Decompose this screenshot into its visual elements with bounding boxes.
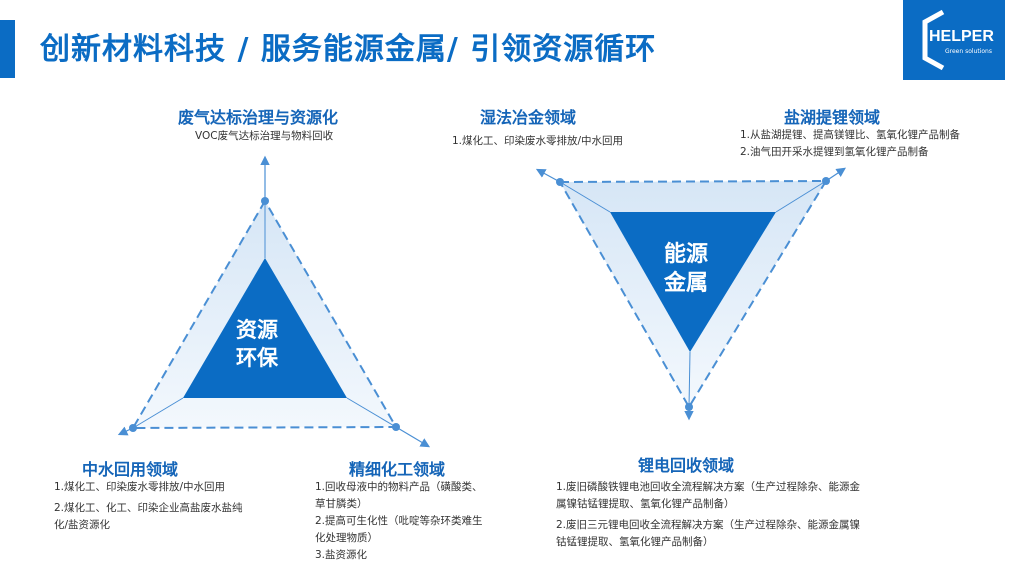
logo: HELPER Green solutions xyxy=(903,0,1005,80)
title-accent-bar xyxy=(0,20,15,78)
left-center-label: 资源环保 xyxy=(236,318,278,370)
text-exhaust-gas: VOC废气达标治理与物料回收 xyxy=(195,130,334,142)
left-inner-triangle xyxy=(183,258,347,398)
heading-hydrometallurgy: 湿法冶金领域 xyxy=(480,108,577,127)
right-inner-triangle xyxy=(610,212,776,352)
logo-text: HELPER xyxy=(929,28,994,45)
logo-subtext: Green solutions xyxy=(945,48,992,55)
page-title: 创新材料科技 / 服务能源金属/ 引领资源循环 xyxy=(40,32,657,67)
heading-fine-chemical: 精细化工领域 xyxy=(349,460,446,479)
right-center-label: 能源金属 xyxy=(664,242,709,296)
text-battery-recycling: 1.废旧磷酸铁锂电池回收全流程解决方案（生产过程除杂、能源金属镍钴锰锂提取、氢氧… xyxy=(556,481,861,548)
text-hydrometallurgy: 1.煤化工、印染废水零排放/中水回用 xyxy=(452,135,624,147)
logo-hexagon-icon xyxy=(922,9,945,71)
text-fine-chemical: 1.回收母液中的物料产品（磺酸类、草甘膦类）2.提高可生化性（吡啶等杂环类难生化… xyxy=(315,481,483,561)
heading-battery-recycling: 锂电回收领域 xyxy=(638,456,735,475)
heading-salt-lake-lithium: 盐湖提锂领域 xyxy=(784,108,881,127)
heading-exhaust-gas: 废气达标治理与资源化 xyxy=(178,108,339,127)
heading-water-reuse: 中水回用领域 xyxy=(82,460,179,479)
